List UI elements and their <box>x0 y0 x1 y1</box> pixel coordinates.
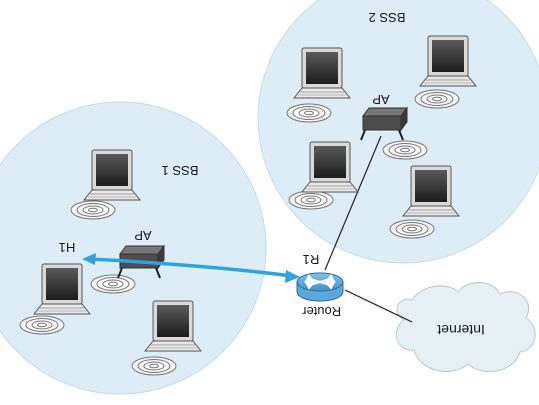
laptop-icon <box>419 35 477 87</box>
wireless-signal-icon <box>382 140 428 160</box>
ap2-label: AP <box>372 92 389 107</box>
laptop-icon <box>33 263 91 315</box>
link-router-internet <box>344 289 413 323</box>
r1-label: R1 <box>303 252 320 267</box>
wireless-signal-icon <box>389 219 435 239</box>
cloud-icon <box>395 282 536 373</box>
internet-label: Internet <box>437 322 485 338</box>
bss2-label: BSS 2 <box>369 10 406 25</box>
router-label: Router <box>301 304 341 319</box>
laptop-icon <box>402 165 460 217</box>
laptop-icon <box>83 149 141 201</box>
wireless-signal-icon <box>131 356 177 376</box>
wireless-signal-icon <box>414 89 460 109</box>
h1-r1-path-arrow <box>82 253 300 283</box>
wireless-signal-icon <box>286 103 332 123</box>
wireless-signal-icon <box>19 315 65 335</box>
bss1-label: BSS 1 <box>162 163 199 178</box>
laptop-icon <box>301 141 359 193</box>
h1-label: H1 <box>59 240 76 255</box>
router-icon <box>296 272 344 302</box>
wireless-signal-icon <box>70 200 116 220</box>
ap1-label: AP <box>134 228 151 243</box>
laptop-icon <box>144 300 202 352</box>
link-ap2-router <box>324 135 382 271</box>
wireless-signal-icon <box>288 190 334 210</box>
laptop-icon <box>293 47 351 99</box>
wireless-signal-icon <box>90 274 136 294</box>
